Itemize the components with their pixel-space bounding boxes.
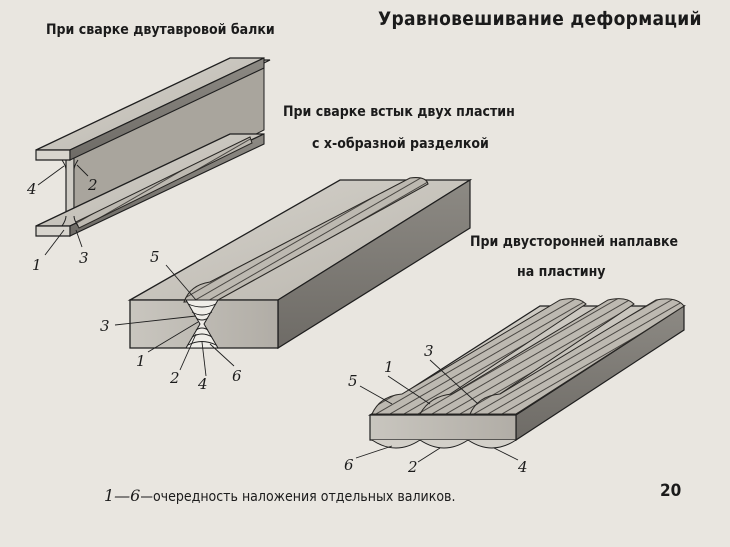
plate-label-5: 5: [348, 372, 358, 390]
beam-label-3: 3: [79, 249, 89, 267]
plate-label-1: 1: [384, 358, 394, 376]
caption-surfacing-line1: При двусторонней наплавке: [470, 234, 679, 250]
butt-label-2: 2: [169, 369, 180, 387]
plate-label-3: 3: [424, 342, 434, 360]
page-title: Уравновешивание деформаций: [378, 8, 702, 30]
caption-i-beam: При сварке двутавровой балки: [46, 22, 275, 38]
legend: 1—6—очередность наложения отдельных вали…: [104, 486, 455, 505]
butt-label-1: 1: [136, 352, 146, 370]
butt-label-3: 3: [100, 317, 110, 335]
beam-label-2: 2: [87, 176, 98, 194]
surfacing-drawing: 1 3 5 6 2 4: [344, 298, 687, 476]
beam-label-1: 1: [32, 256, 42, 274]
butt-weld-drawing: 5 3 1 2 4 6: [100, 177, 473, 393]
plate-label-2: 2: [407, 458, 418, 476]
butt-label-6: 6: [232, 367, 242, 385]
plate-label-4: 4: [517, 458, 528, 476]
beam-label-4: 4: [26, 180, 37, 198]
legend-text: —очередность наложения отдельных валиков…: [140, 489, 456, 505]
caption-surfacing-line2: на пластину: [517, 264, 606, 280]
legend-range: 1—6: [104, 486, 141, 505]
i-beam-drawing: 4 2 1 3: [26, 57, 271, 274]
plate-label-6: 6: [344, 456, 354, 474]
caption-butt-weld-line2: с х-образной разделкой: [312, 136, 489, 152]
butt-label-4: 4: [197, 375, 208, 393]
page-number: 20: [660, 481, 682, 501]
butt-label-5: 5: [150, 248, 160, 266]
caption-butt-weld-line1: При сварке встык двух пластин: [283, 104, 515, 120]
